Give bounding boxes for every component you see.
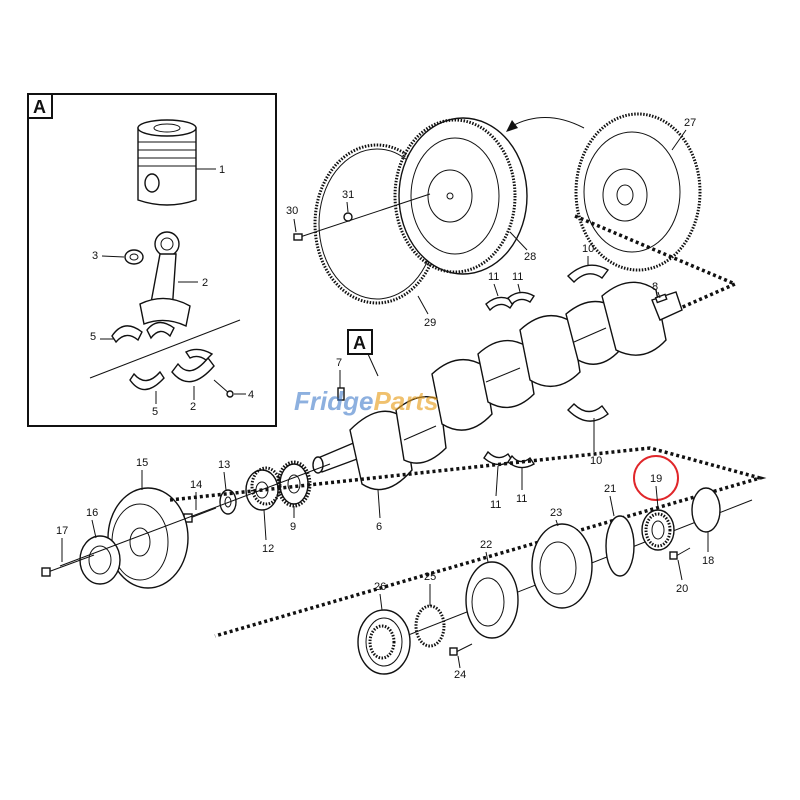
rear-dash-guide: [169, 446, 767, 638]
watermark-text-b: Parts: [373, 386, 438, 416]
thrust-bearing-11-d: [507, 454, 535, 469]
svg-text:FridgeParts: FridgeParts: [294, 386, 439, 416]
bearing-shell-upper-2: [146, 321, 175, 340]
callout-18: 18: [702, 555, 714, 567]
bolt-17: [41, 554, 95, 577]
callout-10-upper: 10: [582, 243, 594, 255]
callout-11-d: 11: [516, 493, 527, 505]
callout-30: 30: [286, 205, 298, 217]
crankshaft-marker-a: A: [353, 333, 366, 353]
callout-1: 1: [219, 164, 225, 176]
callout-5-lower: 5: [152, 406, 158, 418]
vibration-damper-15: [107, 487, 189, 589]
callout-2-inset-cap: 2: [190, 401, 196, 413]
bolt-14: [183, 507, 217, 523]
callout-9: 9: [290, 521, 296, 533]
callout-29: 29: [424, 317, 436, 329]
callout-3: 3: [92, 250, 98, 262]
callout-12: 12: [262, 543, 274, 555]
callout-24: 24: [454, 669, 466, 681]
watermark-text-a: Fridge: [294, 386, 373, 416]
bolt-24: [449, 643, 473, 656]
piston: [137, 119, 197, 206]
callout-22: 22: [480, 539, 492, 551]
gasket-22: [465, 561, 519, 639]
timing-gear-9: [276, 460, 312, 508]
flywheel-washer: [343, 212, 353, 222]
callout-10-lower: 10: [590, 455, 602, 467]
callout-11-b: 11: [512, 271, 523, 283]
inset-label: A: [33, 97, 46, 117]
swap-arrow: [511, 117, 585, 129]
main-bearing-10-upper: [566, 264, 610, 283]
callout-17: 17: [56, 525, 68, 537]
callout-2-inset-rod: 2: [202, 277, 208, 289]
flywheel-variant: [574, 112, 702, 272]
callout-20: 20: [676, 583, 688, 595]
spacer-ring-16: [79, 535, 121, 585]
flywheel: [393, 117, 528, 275]
callout-14: 14: [190, 479, 202, 491]
dowel-pin-8: [654, 293, 668, 304]
bearing-shell-lower: [129, 370, 165, 391]
thrust-bearing-11-a: [485, 296, 515, 312]
swap-arrow-head: [506, 120, 518, 132]
flywheel-bolt: [293, 233, 303, 241]
callout-25: 25: [424, 571, 436, 583]
callout-31: 31: [342, 189, 354, 201]
callout-11-c: 11: [490, 499, 501, 511]
callout-28: 28: [524, 251, 536, 263]
bushing: [124, 249, 144, 265]
connecting-rod: [139, 231, 191, 328]
callout-21: 21: [604, 483, 616, 495]
callout-11-a: 11: [488, 271, 499, 283]
callout-27: 27: [684, 117, 696, 129]
bolt-20: [669, 547, 691, 560]
main-bearing-10-lower: [567, 403, 609, 422]
thrust-bearing-11-b: [507, 291, 535, 306]
callout-23: 23: [550, 507, 562, 519]
highlight-circle-19: [633, 455, 679, 501]
crankshaft: [312, 281, 683, 491]
seal-ring-18: [691, 487, 721, 533]
o-ring-21: [605, 515, 635, 577]
callout-19: 19: [650, 473, 662, 485]
callout-13: 13: [218, 459, 230, 471]
callout-16: 16: [86, 507, 98, 519]
callout-7: 7: [336, 357, 342, 369]
callout-26: 26: [374, 581, 386, 593]
key-7: [337, 387, 345, 401]
callout-8: 8: [652, 281, 658, 293]
pulley-26: [357, 609, 411, 675]
bearing-shell-upper: [111, 325, 143, 344]
callout-6: 6: [376, 521, 382, 533]
callout-15: 15: [136, 457, 148, 469]
bearing-shell-cap: [184, 348, 214, 361]
callout-4: 4: [248, 389, 254, 401]
inset-panel: A: [27, 93, 277, 427]
rod-bolt: [226, 390, 234, 398]
callout-5-upper: 5: [90, 331, 96, 343]
seal-19: [641, 509, 675, 551]
cover-23: [531, 523, 593, 609]
spacer-25: [414, 604, 446, 648]
